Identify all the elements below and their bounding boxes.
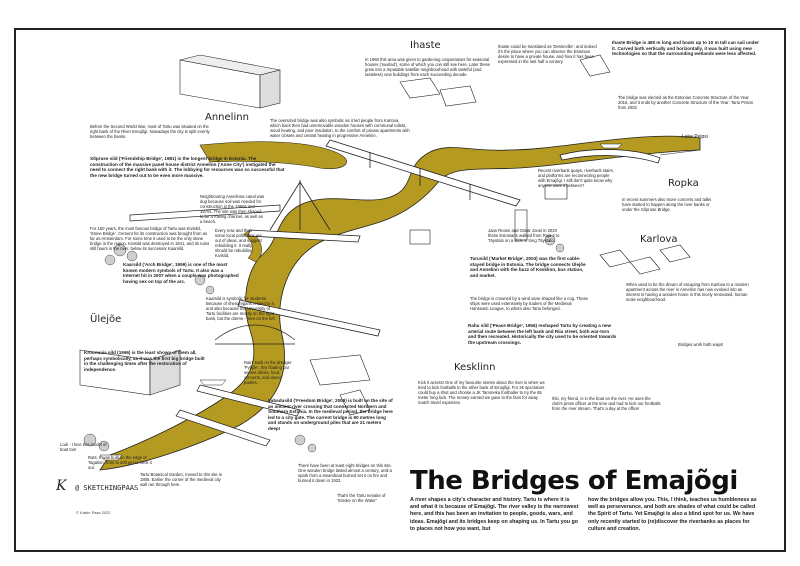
signature: K xyxy=(56,478,67,494)
note-ihaste-award: The bridge was elected as the Estonian C… xyxy=(618,95,754,111)
note-botanical-garden: Tartu Botanical Garden, moved to this si… xyxy=(140,472,223,488)
artist-handle: @ SKETCHINGPAAS xyxy=(75,484,139,492)
district-ihaste: Ihaste xyxy=(410,40,441,51)
note-eight-bridges: There have been at least eight bridges o… xyxy=(298,463,392,484)
page-title: The Bridges of Emajõgi xyxy=(410,466,738,496)
note-barge: The bridge is crowned by a wind vane sha… xyxy=(470,296,588,312)
note-smoke-on-water: That's the Tartu remake of 'Smoke on the… xyxy=(337,493,386,504)
note-pavilion: Every now and then some local politician… xyxy=(215,228,262,259)
note-ihaste: In 1960 this area was given to gardening… xyxy=(365,57,490,78)
note-ihaste-name: Ihaste could be translated as 'Desirevil… xyxy=(498,44,597,65)
label-lodi-boat: Lodi - I love this model of boat too! xyxy=(60,442,107,453)
railway-bridge xyxy=(129,204,281,222)
note-kaarsild-students: Kaarsild is symbolic for students. Becau… xyxy=(206,296,276,322)
note-kaarsild: Kaarsild ('Arch Bridge', 1959) is one of… xyxy=(123,262,239,284)
district-ropka: Ropka xyxy=(668,178,699,189)
note-karlova-kitchen: When used to be the dream of escaping fr… xyxy=(626,282,749,303)
intro-column-2: how the bridges allow you. This, I think… xyxy=(588,497,757,532)
note-kroonuaia: Kroonuaia sild (1996) is the least showy… xyxy=(84,350,205,372)
district-annelinn: Annelinn xyxy=(205,112,249,123)
lake-peipsi-arrow xyxy=(659,149,701,156)
district-karlova: Karlova xyxy=(640,234,678,245)
annelinn-panel-houses xyxy=(179,54,281,109)
note-jaan-roose: Jaan Roose and Oskar Joost in 2020 these… xyxy=(488,228,560,244)
boats xyxy=(99,143,623,461)
soprus-bridge xyxy=(325,139,521,207)
note-soprus-bridge: Sõpruse sild ('Friendship Bridge', 1981)… xyxy=(90,156,285,178)
uleoe-buildings xyxy=(79,349,181,396)
lake-peipsi-label: Lake Peipsi xyxy=(682,134,708,140)
note-rain: Rain. Built on the dredger 'Pyhjõe', thi… xyxy=(244,360,292,386)
note-friend-boat: Ihki, my friend, is in the boat on the r… xyxy=(552,396,661,412)
rahu-bridge xyxy=(237,299,381,337)
note-wwii: Before the Second World War, most of Tar… xyxy=(90,124,210,140)
note-bridges-both-ways: Bridges work both ways! xyxy=(678,342,724,347)
note-ihaste-bridge: Ihaste Bridge is 480 m long and boats up… xyxy=(612,40,759,57)
note-rats: Rats. It was built on the edge of Tagali… xyxy=(88,455,152,471)
note-ropka-summer: In recent summers also more concerts and… xyxy=(622,197,712,213)
intro-column-1: A river shapes a city's character and hi… xyxy=(410,497,579,532)
note-turusild: Turusild ('Market Bridge', 2003) was the… xyxy=(470,256,586,278)
ihaste-houses xyxy=(399,54,611,107)
copyright: © Katrin Pass 2022 xyxy=(76,510,111,515)
oxbow-lake xyxy=(199,141,347,170)
ropka-tower xyxy=(514,184,568,241)
note-vabadusild: Vabadusild ('Freedom Bridge', 2009) is b… xyxy=(268,398,393,431)
note-rahusild: Rahu sild ('Peace Bridge', 1956) reshape… xyxy=(468,323,617,345)
ihaste-bridge xyxy=(559,149,661,164)
tartu-city-centre xyxy=(309,229,431,416)
note-annelinn-canal: Neighbouring Annelinna canal was dug bec… xyxy=(200,194,265,225)
turu-bridge xyxy=(247,180,361,243)
vabaduse-bridge xyxy=(196,384,301,417)
note-kivisild: For 150 years, the most famous bridge of… xyxy=(90,226,210,252)
district-kesklinn: Kesklinn xyxy=(454,362,496,373)
district-uleoe: Ülejõe xyxy=(90,314,122,325)
trees xyxy=(83,234,565,453)
map-frame xyxy=(14,28,786,552)
annelinn-canal xyxy=(243,229,262,263)
note-oxbow: The oversized bridge was also symbolic a… xyxy=(270,118,410,139)
note-quays: Recent riverbank quays, riverbank stairs… xyxy=(538,168,614,189)
kroonuaia-bridge xyxy=(175,409,271,447)
note-kick-it-across: Kick it across! One of my favourite stor… xyxy=(418,380,545,406)
kaarsild-bridge xyxy=(214,324,296,345)
karlova-wooden-houses xyxy=(599,244,691,275)
